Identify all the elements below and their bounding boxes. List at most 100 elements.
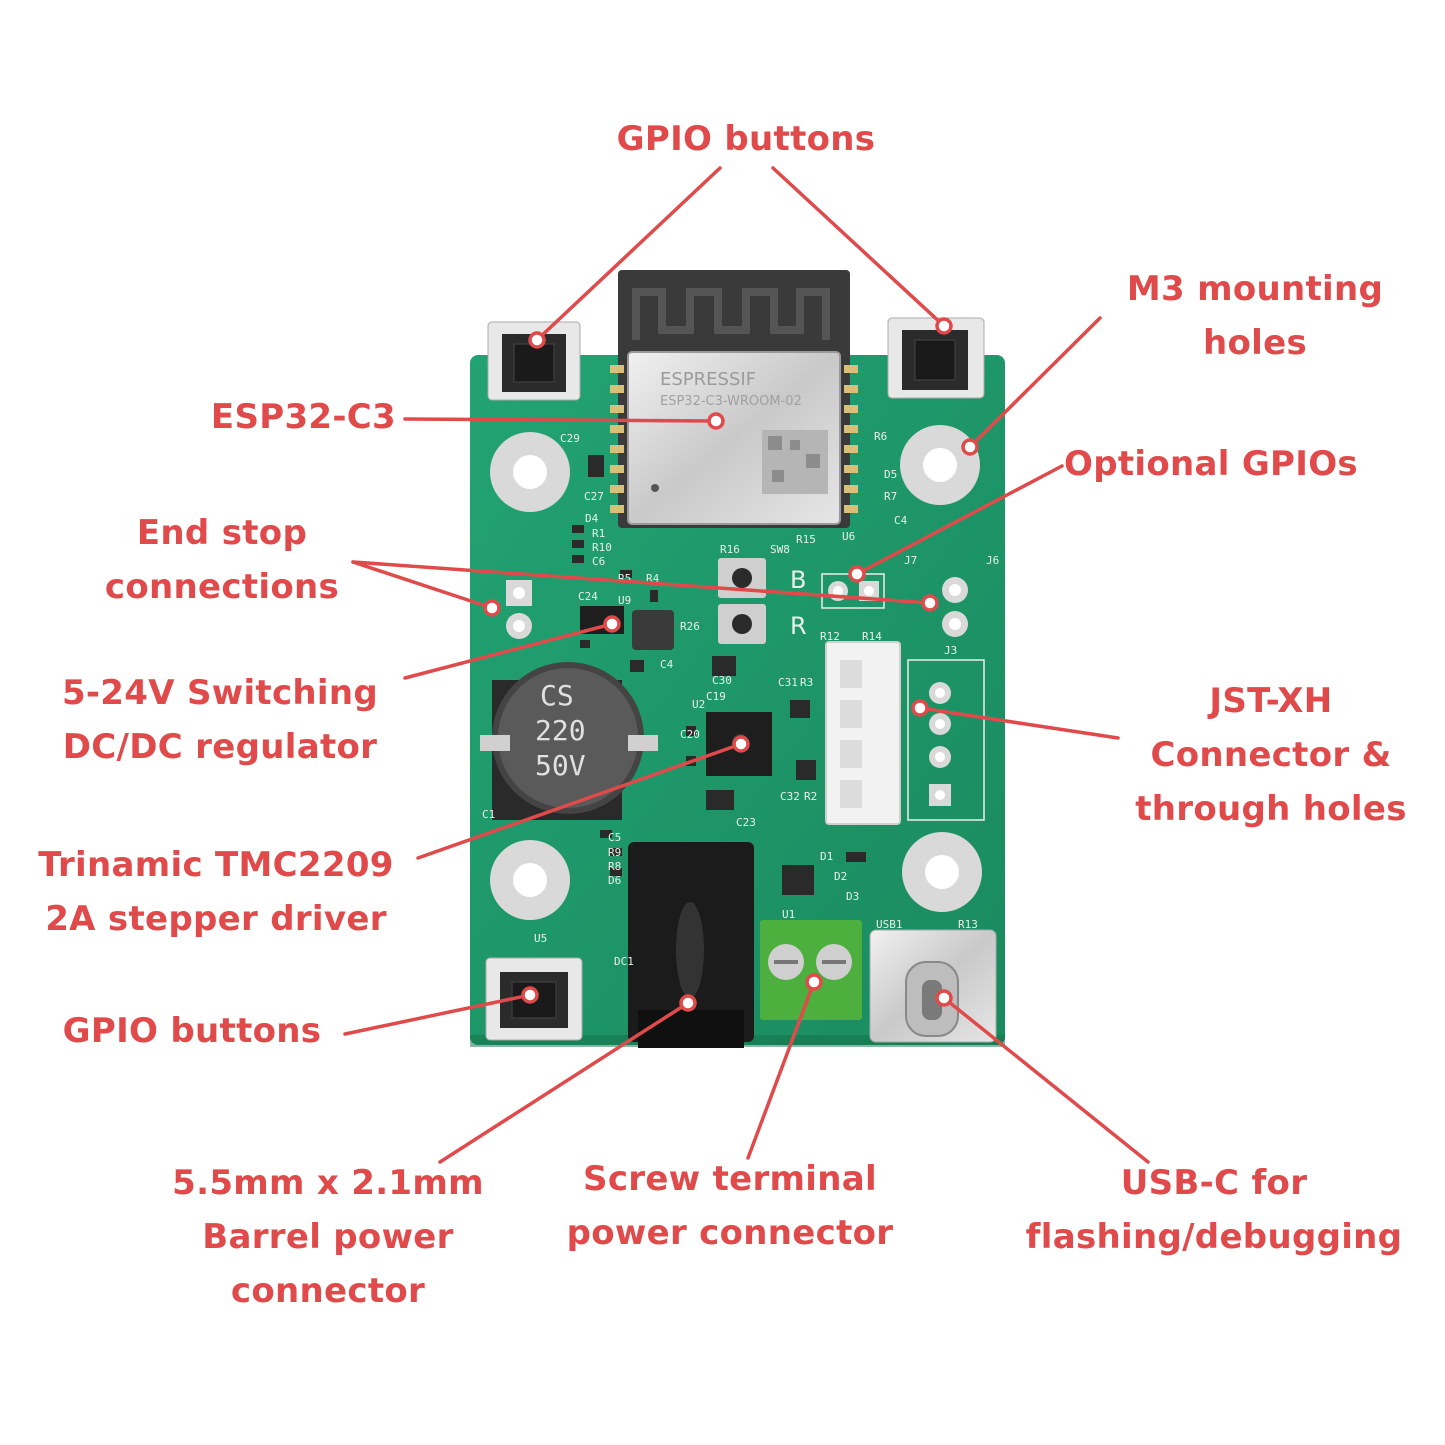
silkscreen-designator: J6 [986,554,999,567]
silkscreen-designator: D2 [834,870,847,883]
esp32-module: ESPRESSIF ESP32-C3-WROOM-02 [618,270,850,528]
silkscreen-designator: D1 [820,850,833,863]
smd-components [572,455,866,895]
module-brand-text: ESPRESSIF [660,369,756,390]
label-m3-mounting-holes: M3 mounting holes [1126,269,1384,363]
label-switching-regulator: 5-24V Switching DC/DC regulator [61,673,379,767]
leader-esp32 [403,417,718,423]
silkscreen-designator: U1 [782,908,795,921]
silkscreen-designator: C4 [894,514,908,527]
silkscreen-designator: R3 [800,676,813,689]
regulator-ic [580,606,674,650]
silkscreen-designator: R8 [608,860,621,873]
silkscreen-designator: J3 [944,644,957,657]
silkscreen-designator: C19 [706,690,726,703]
silkscreen-designator: U5 [534,932,547,945]
silkscreen-designator: C27 [584,490,604,503]
silkscreen-designator: R16 [720,543,740,556]
silkscreen-designator: R14 [862,630,882,643]
label-gpio-buttons-top: GPIO buttons [616,119,876,159]
silkscreen-designator: SW8 [770,543,790,556]
silkscreen-designator: D4 [585,512,599,525]
leader-end-stop-right [351,560,932,605]
leader-end-stop-left [351,560,494,610]
leader-tmc2209 [416,742,743,860]
screw-terminal [760,920,862,1020]
leader-endpoints [483,317,979,1012]
barrel-jack [628,842,754,1048]
silkscreen-labels: C29 C27 D4 R1 R10 C6 R5 R4 C24 U9 R16 SW… [482,430,999,968]
electrolytic-capacitor: CS 220 50V [480,662,658,820]
silkscreen-designator: R6 [874,430,887,443]
leader-gpio-top-left [535,166,722,342]
label-jst-xh: JST-XH Connector & through holes [1135,681,1407,829]
silkscreen-designator: R13 [958,918,978,931]
gpio-button-top-right [887,317,985,399]
leader-gpio-top-right [771,166,946,328]
silkscreen-designator: C23 [736,816,756,829]
button-b-label: B [790,566,806,594]
mounting-hole-bottom-left [490,840,570,920]
jst-through-holes [907,659,985,821]
leader-m3-holes [968,316,1102,449]
pcb-board [470,355,1005,1045]
silkscreen-designator: C20 [680,728,700,741]
silkscreen-designator: D3 [846,890,859,903]
silkscreen-designator: DC1 [614,955,634,968]
label-screw-terminal: Screw terminal power connector [566,1159,894,1253]
capacitor-text-2: 220 [535,714,586,747]
silkscreen-designator: R9 [608,846,621,859]
mounting-hole-top-right [900,425,980,505]
leader-optional-gpios [855,464,1064,576]
silkscreen-designator: C4 [660,658,674,671]
silkscreen-designator: C24 [578,590,598,603]
leader-barrel [438,1001,690,1164]
silkscreen-designator: R12 [820,630,840,643]
jst-xh-connector [825,641,901,825]
end-stop-holes [506,580,532,639]
label-barrel-connector: 5.5mm x 2.1mm Barrel power connector [172,1163,484,1311]
silkscreen-designator: D5 [884,468,897,481]
label-esp32-c3: ESP32-C3 [210,397,396,437]
silkscreen-designator: R15 [796,533,816,546]
silkscreen-designator: C29 [560,432,580,445]
label-end-stop-connections: End stop connections [104,513,340,607]
module-name-text: ESP32-C3-WROOM-02 [660,394,802,409]
silkscreen-designator: C5 [608,831,621,844]
mounting-hole-top-left [490,432,570,512]
leader-gpio-bottom [343,993,532,1036]
silkscreen-designator: C30 [712,674,732,687]
silkscreen-designator: R2 [804,790,817,803]
silkscreen-designator: R7 [884,490,897,503]
reset-button [718,604,766,644]
capacitor-text-1: CS [540,679,574,712]
silkscreen-designator: C6 [592,555,605,568]
silkscreen-designator: D6 [608,874,621,887]
label-tmc2209: Trinamic TMC2209 2A stepper driver [38,845,394,939]
leader-screw [746,980,816,1160]
silkscreen-designator: C32 [780,790,800,803]
silkscreen-designator: R10 [592,541,612,554]
leader-lines [343,166,1150,1164]
label-gpio-buttons-bottom: GPIO buttons [62,1011,322,1051]
silkscreen-designator: C31 [778,676,798,689]
label-usb-c: USB-C for flashing/debugging [1025,1163,1403,1257]
label-optional-gpios: Optional GPIOs [1064,444,1358,484]
button-r-label: R [790,612,807,640]
leader-usb [942,996,1150,1164]
silkscreen-designator: R26 [680,620,700,633]
silkscreen-designator: U9 [618,594,631,607]
silkscreen-designator: J7 [904,554,917,567]
leader-regulator [403,622,614,680]
silkscreen-designator: U2 [692,698,705,711]
silkscreen-designator: C1 [482,808,495,821]
module-pads [610,365,858,513]
silkscreen-designator: USB1 [876,918,903,931]
capacitor-text-3: 50V [535,749,586,782]
end-stop-holes-right [942,577,968,637]
gpio-button-top-left [487,321,581,401]
silkscreen-designator: U6 [842,530,855,543]
mounting-hole-bottom-right [902,832,982,912]
